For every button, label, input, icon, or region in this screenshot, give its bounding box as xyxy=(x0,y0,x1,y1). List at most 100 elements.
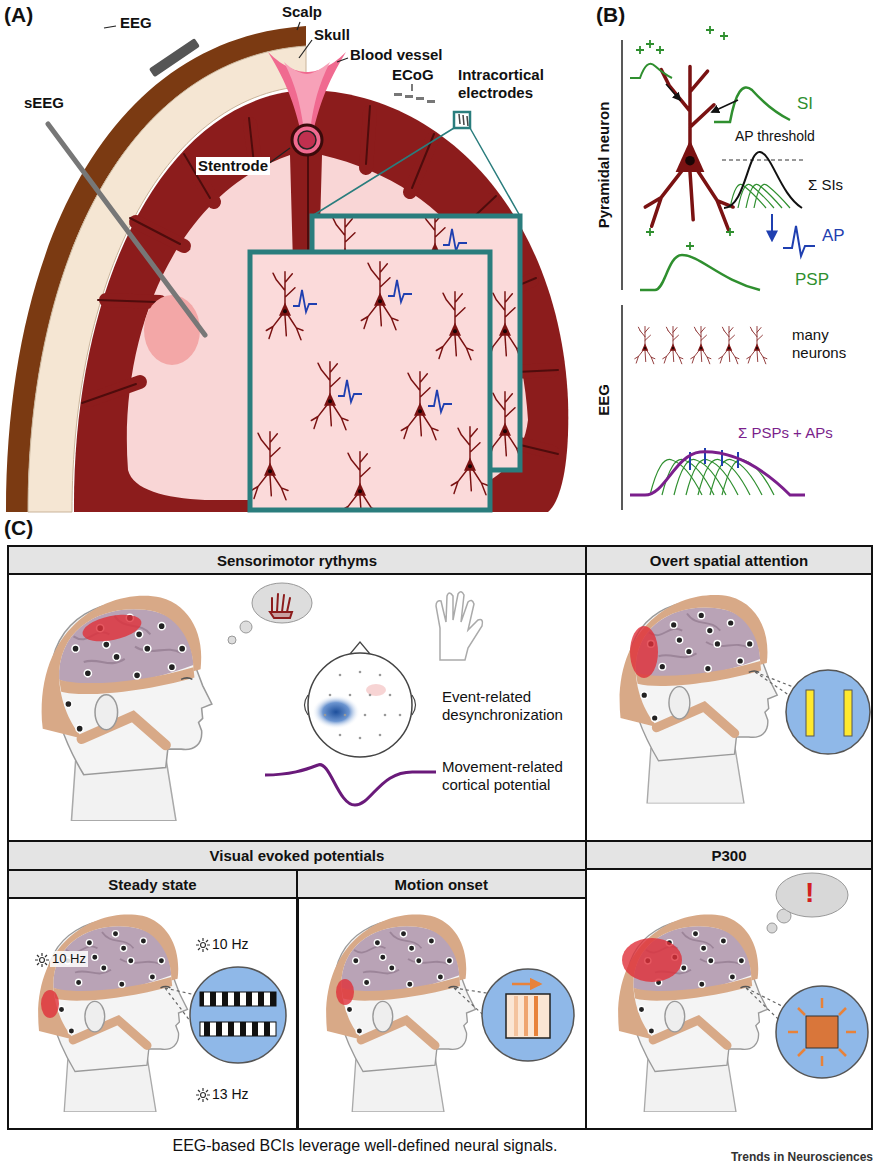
part-label: Skull xyxy=(314,26,350,44)
panel-heading: Visual evoked potentials xyxy=(9,842,585,869)
part-label: ECoG xyxy=(392,66,434,84)
topographic-map xyxy=(389,694,392,697)
eeg-sum-trace xyxy=(630,452,805,495)
alert-symbol: ! xyxy=(805,876,814,910)
summation-trace xyxy=(783,226,815,256)
section-rule xyxy=(621,40,623,290)
topographic-map xyxy=(359,671,362,674)
leader-lines xyxy=(104,22,412,164)
flicker-symbol xyxy=(201,1093,206,1098)
activation-patch xyxy=(41,990,59,1018)
leader-lines xyxy=(268,148,290,164)
flicker-symbol xyxy=(40,958,45,963)
electrodes xyxy=(394,93,435,103)
signal-label: many neurons xyxy=(792,326,874,362)
psp-trace xyxy=(640,255,760,290)
panel-box: Visual evoked potentialsSteady stateMoti… xyxy=(7,840,587,1130)
signal-label: AP threshold xyxy=(735,128,815,145)
zoom-inset xyxy=(443,229,467,251)
electrodes xyxy=(416,97,424,100)
flicker-symbol xyxy=(201,943,206,948)
topographic-map xyxy=(369,694,372,697)
zoom-inset xyxy=(428,390,452,412)
topographic-map xyxy=(399,714,402,717)
synaptic-input-trace xyxy=(714,87,790,122)
section-rule xyxy=(621,40,623,510)
electrodes xyxy=(394,93,402,96)
charge-signs xyxy=(646,228,734,250)
blood-vessel xyxy=(284,62,330,124)
eeg-sum-trace xyxy=(710,459,762,495)
summation-trace xyxy=(722,159,804,160)
leader-lines xyxy=(297,22,300,30)
zoom-inset xyxy=(293,290,317,312)
panel-box: Motion onset xyxy=(296,869,587,1130)
stimulus-display xyxy=(190,967,286,1063)
brain-section xyxy=(82,384,136,403)
signal-label: Movement-related cortical potential xyxy=(442,758,582,794)
charge-signs xyxy=(636,26,734,250)
panel-heading: P300 xyxy=(587,842,871,870)
synaptic-input-trace xyxy=(666,84,680,100)
neuron-population xyxy=(663,326,683,363)
topographic-map xyxy=(350,642,370,654)
neuron-population xyxy=(691,326,711,363)
brain-section xyxy=(74,90,568,512)
psp-trace xyxy=(640,255,760,290)
mrcp-waveform xyxy=(265,765,436,805)
blood-vessel xyxy=(268,52,346,128)
frequency-label: 10 Hz xyxy=(212,936,249,953)
topographic-map xyxy=(339,674,342,677)
brain-section xyxy=(144,295,200,365)
topographic-map xyxy=(349,694,352,697)
topographic-map xyxy=(364,714,367,717)
neuron-population xyxy=(719,326,739,363)
panel-heading: Overt spatial attention xyxy=(587,547,871,575)
section-label: Pyramidal neuron xyxy=(595,102,613,229)
signal-label: Σ PSPs + APs xyxy=(738,424,833,442)
signal-label: PSP xyxy=(795,270,829,290)
stimulus-display xyxy=(534,996,538,1036)
charge-signs xyxy=(706,26,728,40)
summation-trace xyxy=(738,184,774,208)
stimulus-display xyxy=(514,996,518,1036)
flicker-symbol xyxy=(35,953,49,967)
hand-outline xyxy=(436,592,483,660)
hand-outline xyxy=(436,592,483,660)
journal-watermark: Trends in Neurosciences xyxy=(731,1150,873,1164)
brain-section xyxy=(98,300,156,302)
brain-section xyxy=(366,106,370,164)
thought-bubble xyxy=(767,923,777,933)
flicker-symbol xyxy=(35,953,49,967)
zoom-inset xyxy=(312,128,520,216)
stentrode xyxy=(292,125,322,155)
thought-bubble xyxy=(252,583,312,623)
part-label: Blood vessel xyxy=(350,46,443,64)
zoom-inset xyxy=(451,427,488,495)
head-figure xyxy=(620,595,778,804)
synaptic-input-trace xyxy=(630,64,672,78)
topographic-map xyxy=(359,737,362,740)
topographic-map xyxy=(324,671,402,740)
zoom-inset xyxy=(250,252,490,510)
eeg-sum-trace xyxy=(630,448,805,495)
topographic-map xyxy=(344,714,347,717)
flicker-symbol xyxy=(196,1088,210,1102)
stimulus-display xyxy=(482,969,574,1061)
activation-patch xyxy=(630,626,658,678)
electrodes xyxy=(149,38,200,77)
stimulus-display xyxy=(806,1016,838,1048)
stimulus-display xyxy=(806,690,814,736)
zoom-inset xyxy=(293,280,452,412)
stentrode xyxy=(292,125,322,155)
summation-trace xyxy=(746,184,782,208)
topographic-map xyxy=(308,653,412,757)
head-figure xyxy=(38,914,187,1112)
signal-label: AP xyxy=(822,226,845,246)
electrodes xyxy=(427,100,435,103)
head-figure xyxy=(42,596,212,821)
synaptic-input-trace xyxy=(712,100,738,112)
neuron-population xyxy=(635,326,767,363)
activation-patch xyxy=(80,610,144,646)
